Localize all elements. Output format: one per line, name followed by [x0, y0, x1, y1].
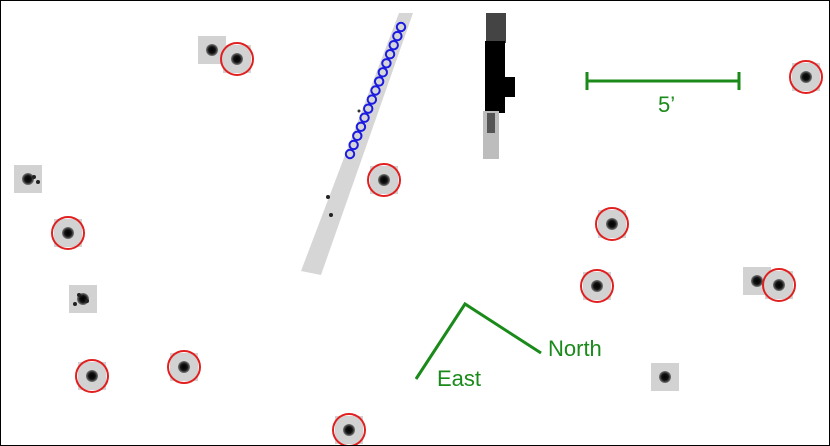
track-marker: [366, 94, 378, 105]
target-circle: [580, 269, 614, 303]
track-marker: [395, 21, 407, 33]
target-circle: [789, 60, 823, 94]
target-circle: [332, 413, 366, 445]
compass-east-label: East: [437, 366, 481, 391]
star: [792, 63, 820, 91]
track-marker: [348, 139, 359, 151]
track-marker: [355, 121, 367, 132]
star: [14, 165, 42, 193]
track-marker: [377, 67, 388, 78]
compass-north-label: North: [548, 336, 602, 361]
track-markers: [344, 21, 407, 160]
star: [32, 175, 36, 179]
star: [335, 416, 363, 444]
track-marker: [359, 112, 370, 123]
target-circles: [51, 42, 823, 445]
star: [223, 45, 251, 73]
star: [370, 166, 398, 194]
star: [598, 210, 626, 238]
track-marker: [352, 130, 363, 142]
star: [73, 302, 77, 306]
target-circle: [167, 350, 201, 384]
target-circle: [367, 163, 401, 197]
star: [36, 180, 40, 184]
target-circle: [75, 359, 109, 393]
saturated-artifact: [483, 13, 515, 159]
star: [198, 36, 226, 64]
track-marker: [363, 103, 374, 114]
star: [77, 293, 81, 297]
target-circle: [595, 207, 629, 241]
scale-bar: 5’: [585, 72, 741, 117]
star: [583, 272, 611, 300]
star: [69, 285, 97, 313]
target-circle: [762, 268, 796, 302]
track-marker: [344, 148, 356, 160]
target-circle: [220, 42, 254, 76]
track-marker: [373, 76, 385, 87]
star-field: [14, 36, 820, 444]
track-marker: [388, 39, 399, 51]
star: [170, 353, 198, 381]
star: [85, 299, 89, 303]
target-circle: [51, 216, 85, 250]
star: [743, 267, 771, 295]
track-marker: [370, 85, 381, 96]
star: [54, 219, 82, 247]
track-marker: [381, 58, 392, 69]
compass: North East: [414, 301, 602, 391]
track-marker: [392, 30, 403, 42]
scale-bar-label: 5’: [658, 92, 675, 117]
star: [651, 363, 679, 391]
track-marker: [384, 49, 396, 60]
star: [78, 362, 106, 390]
